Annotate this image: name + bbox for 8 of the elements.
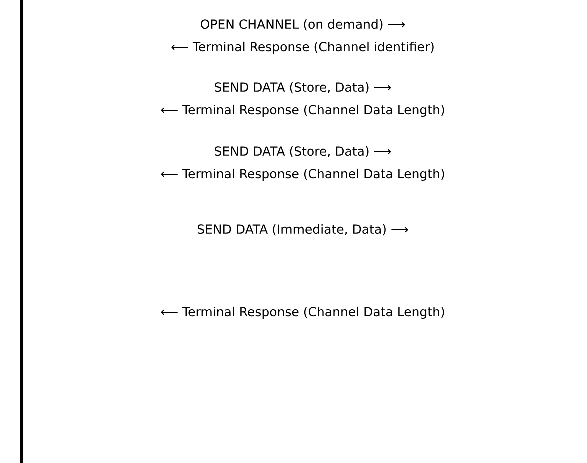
message-label: ⟵ Terminal Response (Channel Data Length) bbox=[161, 168, 444, 182]
message-label: SEND DATA (Store, Data) ⟶ bbox=[215, 82, 392, 94]
message-label: OPEN CHANNEL (on demand) ⟶ bbox=[201, 19, 406, 31]
message-label: SEND DATA (Immediate, Data) ⟶ bbox=[198, 224, 408, 236]
message-label: ⟵ Terminal Response (Channel Data Length) bbox=[161, 306, 444, 320]
message-label: ⟵ Terminal Response (Channel identifier) bbox=[172, 42, 434, 54]
message-label: SEND DATA (Store, Data) ⟶ bbox=[215, 146, 392, 158]
message-label: ⟵ Terminal Response (Channel Data Length) bbox=[161, 104, 444, 118]
